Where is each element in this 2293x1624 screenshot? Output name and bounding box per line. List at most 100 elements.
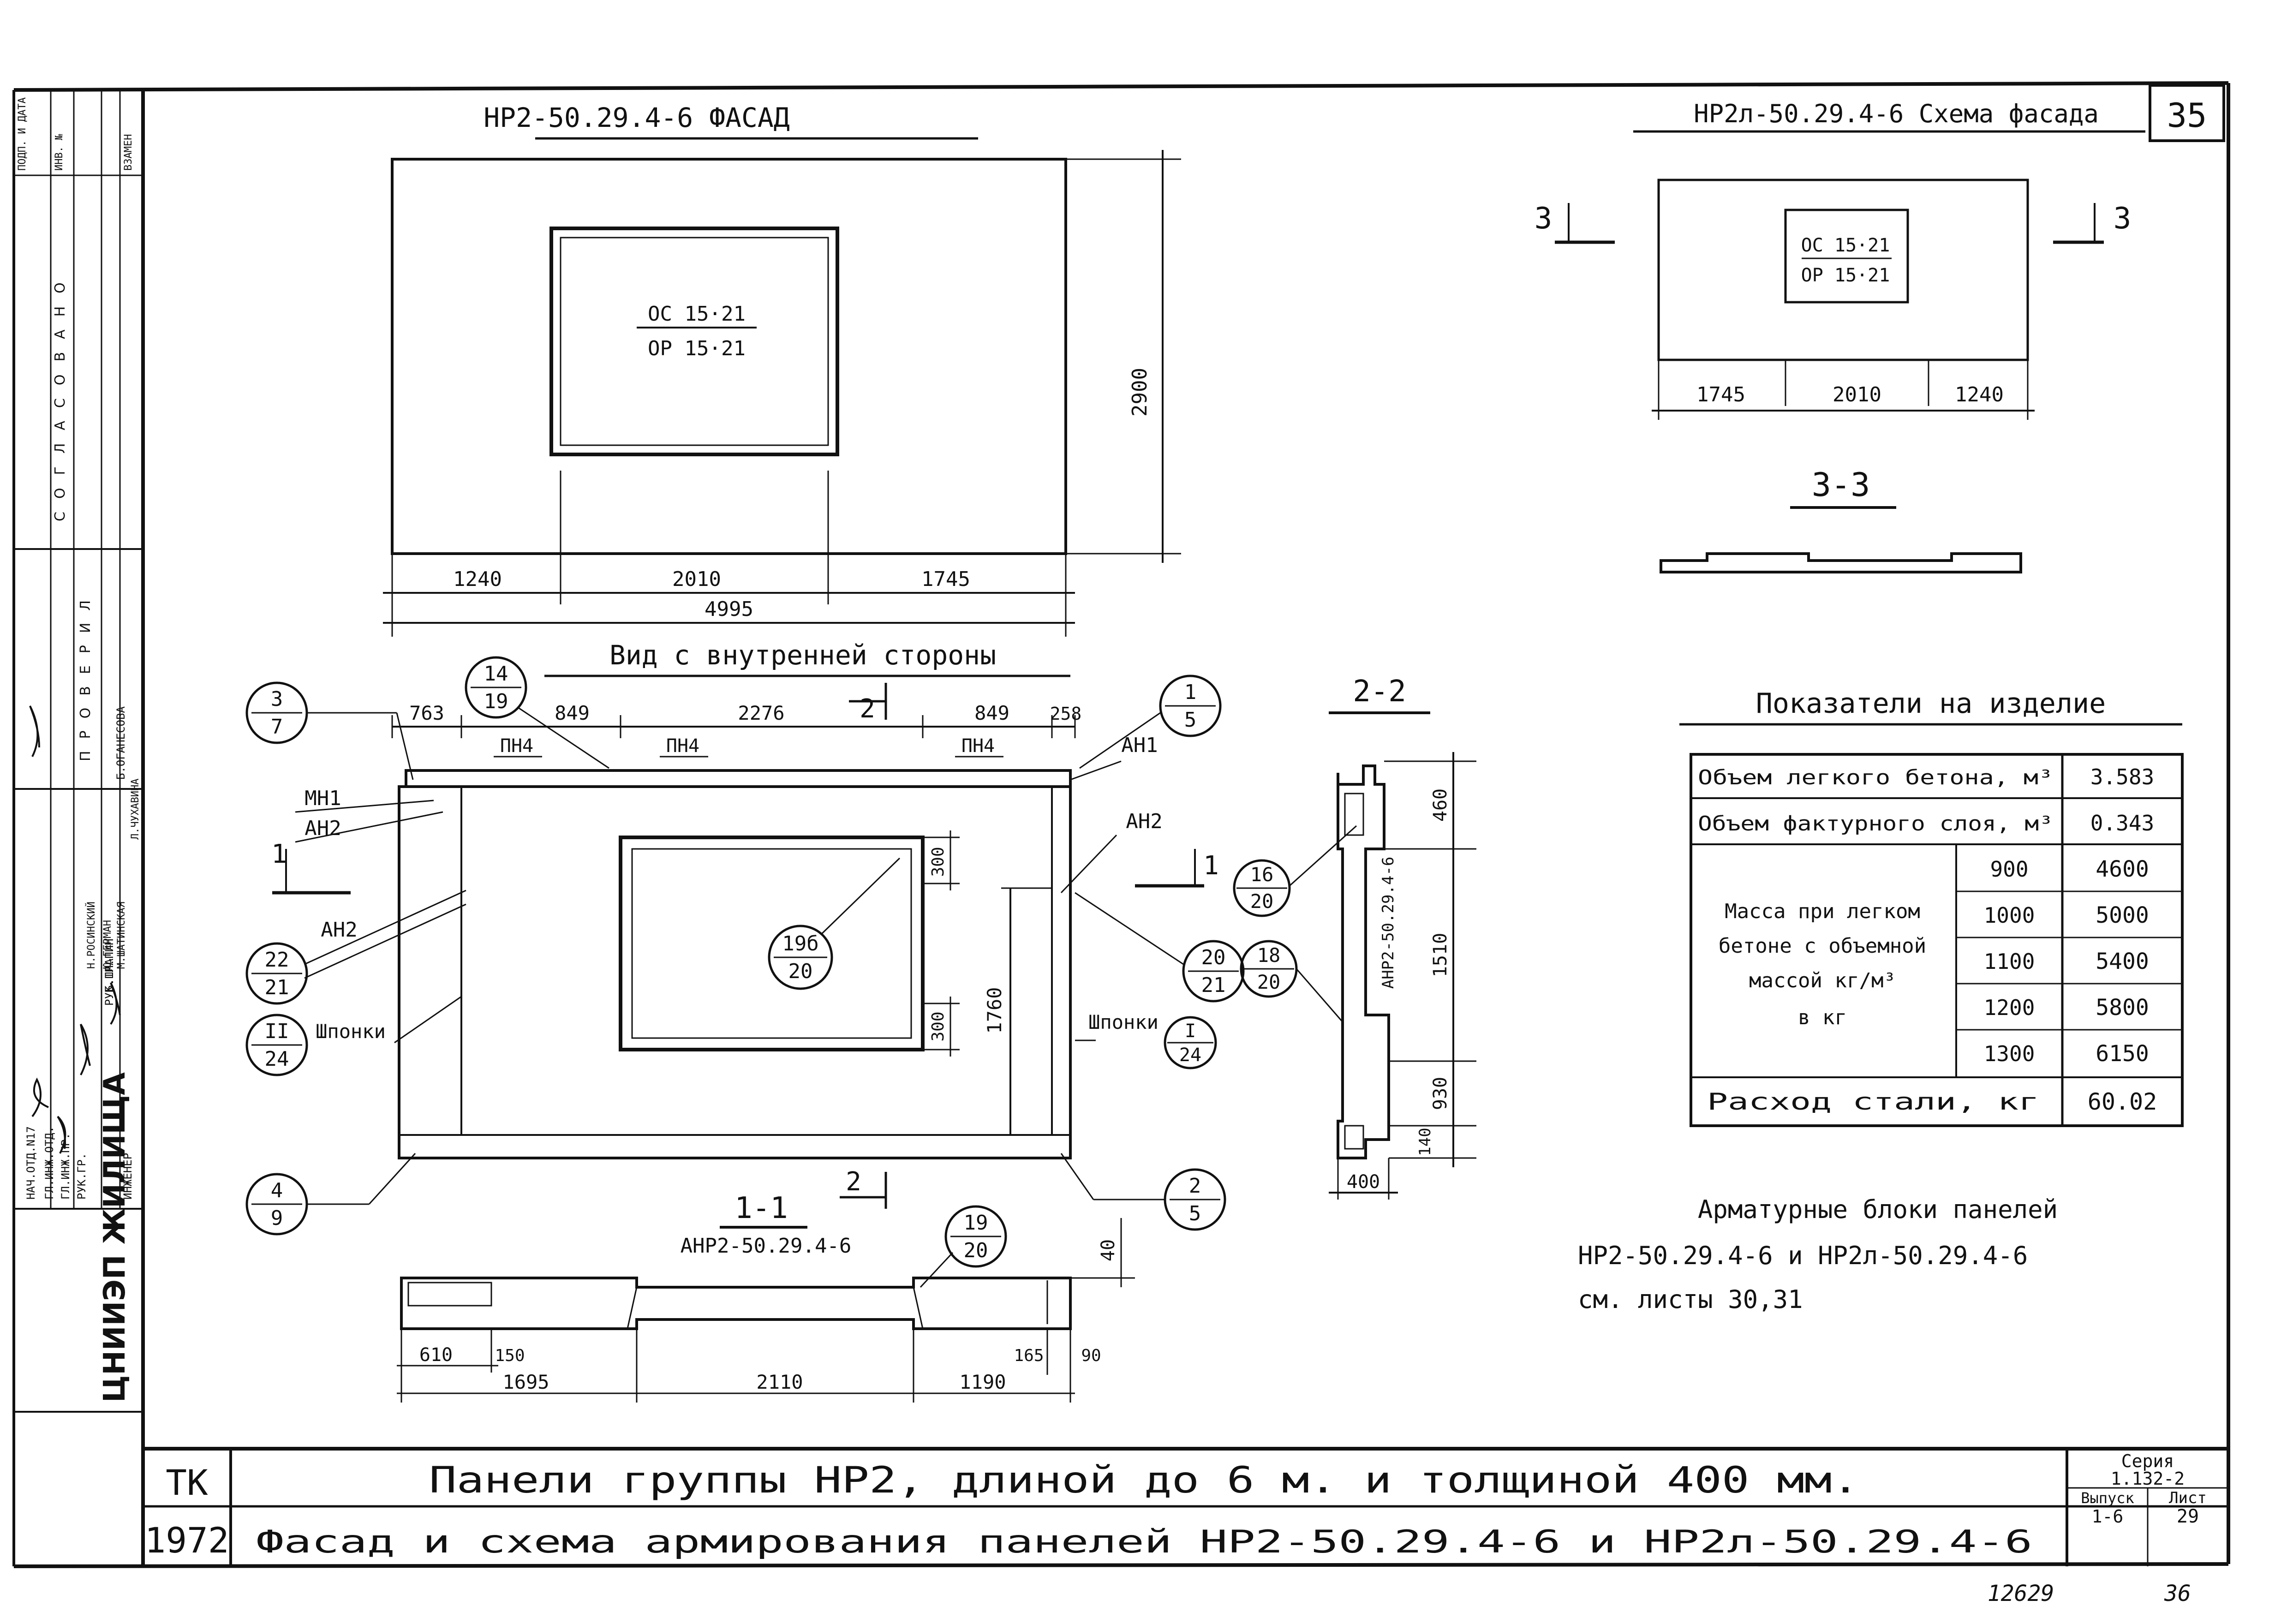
section-11-dim-1190: 1190: [959, 1371, 1006, 1393]
inner-top-label-3: ПН4: [961, 735, 995, 757]
svg-text:2: 2: [1189, 1174, 1201, 1198]
facade-total: 4995: [705, 597, 753, 621]
inner-cut1-left: 1: [271, 839, 287, 869]
series-label: Серия: [2121, 1451, 2174, 1471]
name-6: Б.ОГАНЕСОВА: [114, 706, 127, 780]
svg-text:20: 20: [964, 1239, 988, 1262]
sheet-frame: [12, 81, 2230, 1568]
title-line-2: Фасад и схема армирования панелей НР2-50…: [256, 1524, 2032, 1560]
signature-3: [80, 1023, 91, 1075]
name-3: Ю.ГЕРМАН: [102, 920, 113, 969]
note-line-1: Арматурные блоки панелей: [1698, 1195, 2058, 1224]
schema-dim-2: 2010: [1833, 383, 1881, 406]
facade-dim-1: 1240: [453, 567, 502, 591]
name-4: М.ШАТИНСКАЯ: [116, 902, 127, 969]
section-11-dim-150: 150: [495, 1346, 525, 1365]
name-2: Н.РОСИНСКИЙ: [85, 902, 97, 969]
schema-cut-left: 3: [1535, 202, 1553, 236]
sheet-tag: 35: [2149, 84, 2225, 142]
section-11-dim-165: 165: [1014, 1346, 1044, 1365]
role-6: ИНЖЕНЕР: [121, 1153, 134, 1200]
schema-cut-right: 3: [2114, 202, 2132, 236]
section-33-profile: [1660, 552, 2022, 573]
bubble-19b-20: 19б 20: [768, 857, 901, 990]
mass-density-2: 1000: [1984, 903, 2035, 928]
bubble-4-9: 4 9: [245, 1152, 416, 1236]
indicator-row-2-value: 0.343: [2090, 811, 2154, 836]
inner-label-ah2-left-2: АН2: [321, 918, 357, 942]
facade-dim-3: 1745: [921, 567, 970, 591]
section-22-dim-1510: 1510: [1430, 933, 1451, 977]
bubble-22-21: 22 21: [245, 890, 466, 1005]
footer: 12629 36: [1988, 1581, 2191, 1606]
section-11: 1-1 АНР2-50.29.4-6 19 20 40 610 150 165 …: [397, 1191, 1135, 1403]
svg-text:7: 7: [271, 715, 283, 739]
inner-window-dim-1: 300: [929, 847, 948, 877]
svg-text:21: 21: [1201, 973, 1226, 997]
indicators-title: Показатели на изделие: [1756, 687, 2106, 720]
mass-value-4: 5800: [2096, 995, 2149, 1021]
note-line-2: НР2-50.29.4-6 и НР2л-50.29.4-6: [1578, 1241, 2028, 1270]
inner-top-dim-4: 849: [974, 702, 1009, 724]
sheet-value: 29: [2177, 1506, 2199, 1527]
facade-height: 2900: [1128, 368, 1152, 417]
facade-window-mark-2: ОР 15·21: [648, 337, 746, 360]
signature-5: [29, 705, 40, 757]
org-label: ЦНИИЭП ЖИЛИЩА: [98, 1072, 132, 1403]
bubble-I-24: I 24: [1075, 1016, 1217, 1069]
inner-cut1-right: 1: [1203, 851, 1219, 881]
section-11-label: АНР2-50.29.4-6: [681, 1234, 852, 1258]
inner-top-dim-5: 258: [1050, 704, 1082, 724]
indicators-table: Показатели на изделие Объем легкого бето…: [1679, 687, 2184, 1127]
section-11-title: 1-1: [734, 1191, 788, 1225]
inner-top-dim-1: 763: [409, 702, 444, 724]
section-11-dim-2110: 2110: [756, 1371, 803, 1393]
schema-window-mark-2: ОР 15·21: [1801, 265, 1890, 286]
section-22-profile: [1337, 764, 1390, 1159]
bubble-II-24: II 24: [245, 996, 462, 1076]
inner-label-keys-right: Шпонки: [1088, 1011, 1158, 1033]
note-line-3: см. листы 30,31: [1578, 1285, 1803, 1314]
title-line-1: Панели группы НР2, длиной до 6 м. и толщ…: [429, 1460, 1859, 1501]
year: 1972: [144, 1520, 229, 1561]
section-22-dim-930: 930: [1430, 1077, 1451, 1110]
mass-label-4: в кг: [1798, 1006, 1847, 1029]
role-5: РУК.ГР.: [103, 959, 116, 1006]
inner-label-ah2-right: АН2: [1126, 810, 1162, 833]
svg-text:18: 18: [1257, 944, 1281, 967]
svg-text:16: 16: [1250, 863, 1274, 886]
svg-text:19: 19: [964, 1211, 988, 1235]
schema-view: НР2л-50.29.4-6 Схема фасада ОС 15·21 ОР …: [1535, 99, 2145, 573]
mass-density-4: 1200: [1984, 995, 2035, 1020]
section-11-dim-610: 610: [419, 1344, 453, 1366]
section-22-bubble-18-20: 18 20: [1240, 940, 1344, 1022]
svg-text:20: 20: [1257, 971, 1281, 993]
inner-view: Вид с внутренней стороны 763 849 2276 84…: [245, 639, 1245, 1236]
svg-text:20: 20: [1201, 946, 1226, 969]
bubble-20-21: 20 21: [1075, 892, 1245, 1003]
inner-top-dim-2: 849: [555, 702, 590, 724]
signature-2: [57, 1116, 66, 1154]
svg-text:24: 24: [1179, 1045, 1201, 1066]
inner-cut2-top: 2: [860, 694, 875, 724]
inner-label-ah1: АН1: [1121, 734, 1158, 757]
section-22-bubble-16-20: 16 20: [1233, 825, 1357, 917]
svg-text:I: I: [1185, 1021, 1196, 1042]
schema-dim-1: 1745: [1696, 383, 1745, 406]
svg-text:II: II: [265, 1020, 289, 1043]
section-22-dim-460: 460: [1430, 788, 1451, 822]
title-block: ТК 1972 Панели группы НР2, длиной до 6 м…: [143, 1447, 2228, 1566]
series-value: 1.132-2: [2111, 1469, 2185, 1489]
section-22-dim-400: 400: [1347, 1171, 1380, 1193]
mass-value-2: 5000: [2096, 902, 2149, 928]
bubble-14-19: 14 19: [465, 656, 609, 769]
role-4: РУК.ГР.: [75, 1153, 88, 1200]
inner-label-mh1: МН1: [305, 787, 341, 810]
svg-text:20: 20: [1250, 890, 1274, 913]
section-11-dim-1695: 1695: [502, 1371, 549, 1393]
inner-top-rib: [405, 769, 1072, 787]
inner-cut2-bottom: 2: [846, 1167, 861, 1197]
svg-text:5: 5: [1189, 1202, 1201, 1225]
svg-text:14: 14: [484, 662, 508, 686]
